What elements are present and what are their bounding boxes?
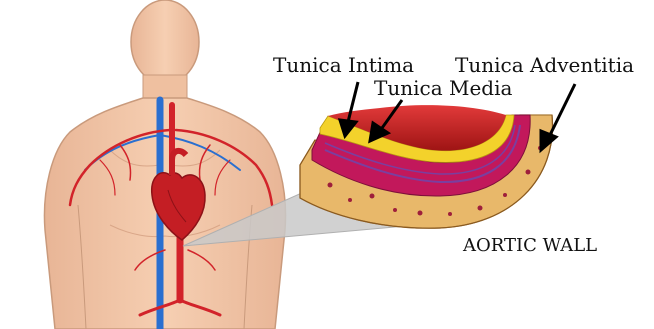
aortic-wall-cross-section xyxy=(300,105,553,228)
tunica-media-label: Tunica Media xyxy=(374,76,512,100)
tunica-adventitia-arrow xyxy=(550,84,575,135)
human-torso-icon xyxy=(44,0,285,329)
tunica-adventitia-label: Tunica Adventitia xyxy=(455,53,634,77)
aortic-wall-label: AORTIC WALL xyxy=(462,235,597,256)
tunica-intima-label: Tunica Intima xyxy=(273,53,414,77)
